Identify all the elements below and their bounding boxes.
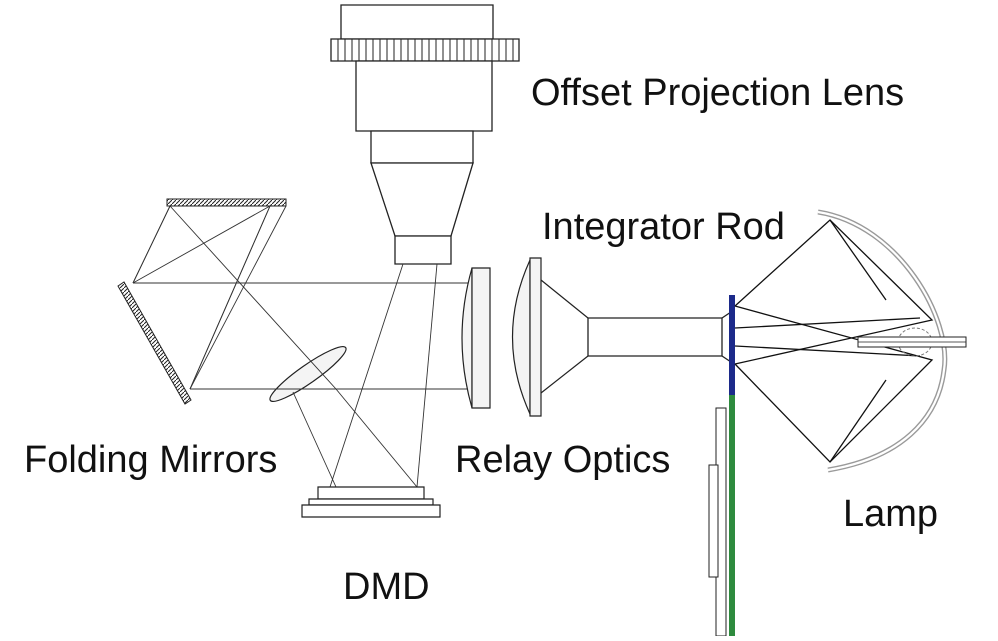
integrator-rod-label: Integrator Rod bbox=[542, 206, 785, 248]
relay-lens-1-left bbox=[462, 268, 472, 408]
lamp bbox=[735, 212, 966, 470]
color-filter bbox=[729, 295, 735, 395]
dmd-assembly bbox=[302, 487, 440, 517]
lens-main-barrel bbox=[356, 61, 492, 131]
lamp-label: Lamp bbox=[843, 493, 939, 535]
relay-optics-label: Relay Optics bbox=[455, 439, 671, 481]
lamp-rays bbox=[735, 220, 932, 462]
relay-optics bbox=[462, 258, 588, 416]
folding-mirrors bbox=[117, 199, 351, 408]
dmd-chip bbox=[318, 487, 424, 499]
dmd-label: DMD bbox=[343, 566, 430, 608]
light-rays bbox=[133, 206, 468, 487]
lens-top-barrel bbox=[341, 5, 493, 39]
top-fold-mirror bbox=[167, 199, 286, 206]
projection-lens-label: Offset Projection Lens bbox=[531, 72, 905, 114]
left-fold-mirror bbox=[117, 281, 192, 405]
circuit-board bbox=[729, 395, 735, 636]
lens-knurl bbox=[338, 39, 513, 61]
lens-exit-pupil bbox=[395, 236, 451, 264]
integrator-rod bbox=[588, 310, 734, 364]
dmd-board bbox=[302, 505, 440, 517]
integrator-rod-body bbox=[588, 318, 722, 356]
relay-lens-2 bbox=[530, 258, 541, 416]
dmd-frame bbox=[309, 499, 433, 505]
lens-taper bbox=[370, 162, 474, 237]
relay-lens-2-curve bbox=[513, 260, 531, 414]
projection-lens bbox=[331, 5, 519, 264]
board-plate-inner bbox=[709, 465, 718, 577]
lens-mid-barrel bbox=[371, 131, 473, 163]
relay-lens-1 bbox=[472, 268, 490, 408]
folding-mirrors-label: Folding Mirrors bbox=[24, 439, 278, 481]
fold-lens bbox=[265, 340, 351, 408]
